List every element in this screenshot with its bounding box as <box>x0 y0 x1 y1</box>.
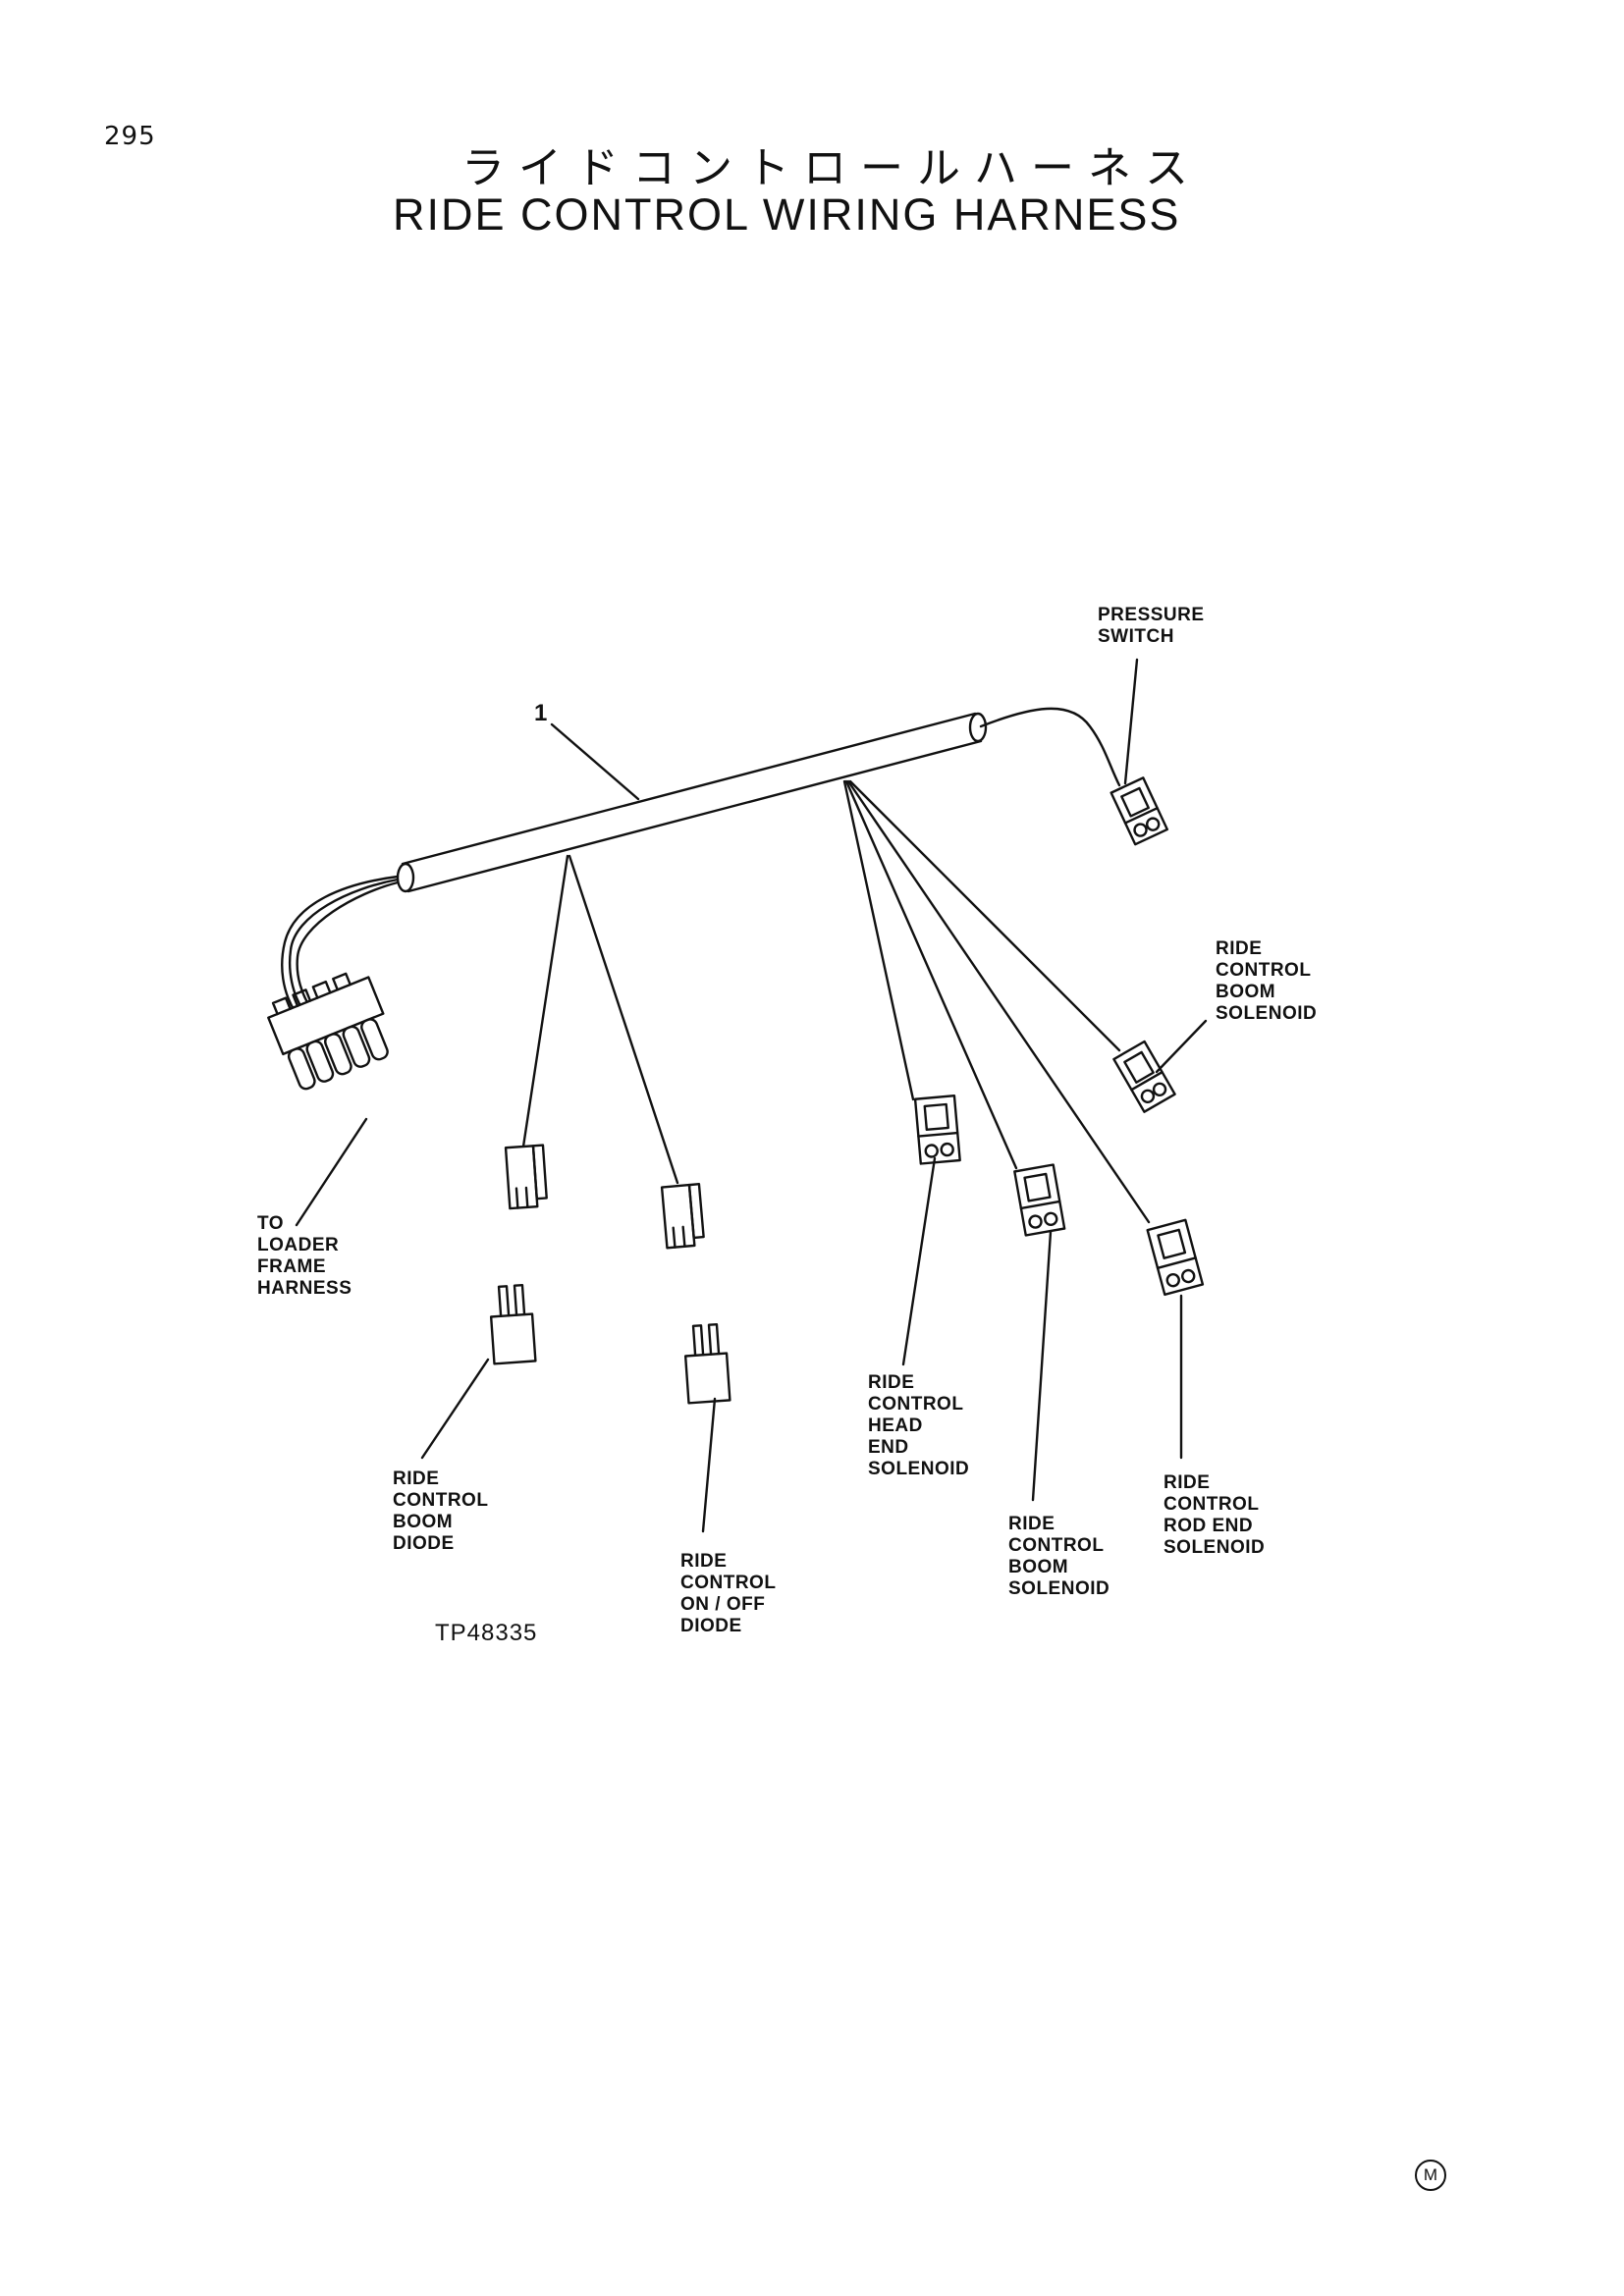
label-head-end-solenoid: RIDE CONTROL HEAD END SOLENOID <box>868 1372 970 1479</box>
drawing-number: TP48335 <box>435 1620 538 1646</box>
on-off-diode-plug <box>660 1183 705 1250</box>
harness-trunk <box>396 712 988 893</box>
wire-rod-end <box>846 779 1151 1224</box>
title-english: RIDE CONTROL WIRING HARNESS <box>393 189 1181 240</box>
leader-boom-diode <box>420 1358 490 1460</box>
title-japanese: ライドコントロールハーネス <box>461 143 1202 193</box>
leader-on-off-diode <box>701 1397 717 1533</box>
wire-head-end <box>842 779 915 1101</box>
boom-solenoid-lower-connector <box>1013 1163 1066 1237</box>
wire-boom-diode <box>521 854 569 1148</box>
label-boom-diode: RIDE CONTROL BOOM DIODE <box>393 1468 489 1554</box>
leader-loader-frame <box>295 1117 368 1227</box>
head-end-connector <box>913 1095 961 1165</box>
label-loader-frame-harness: TO LOADER FRAME HARNESS <box>257 1213 352 1299</box>
wire-boom-solenoid-upper <box>848 779 1121 1052</box>
wire-pressure-switch <box>979 707 1121 787</box>
leader-boom-solenoid-lower <box>1031 1230 1053 1502</box>
rod-end-connector <box>1146 1218 1205 1297</box>
label-pressure-switch: PRESSURE SWITCH <box>1098 605 1205 647</box>
wire-on-off-diode <box>568 854 679 1185</box>
corner-mark: M <box>1415 2160 1446 2191</box>
leader-boom-solenoid-upper <box>1155 1019 1208 1074</box>
label-on-off-diode: RIDE CONTROL ON / OFF DIODE <box>680 1551 777 1636</box>
wire-loader-b <box>289 878 400 1011</box>
label-rod-end-solenoid: RIDE CONTROL ROD END SOLENOID <box>1164 1472 1266 1558</box>
leader-head-end <box>901 1156 937 1366</box>
item-1-callout: 1 <box>534 700 548 726</box>
loader-frame-connector <box>267 972 389 1091</box>
label-boom-solenoid-lower: RIDE CONTROL BOOM SOLENOID <box>1008 1514 1110 1599</box>
page-number: 295 <box>104 122 156 151</box>
wire-loader-a <box>281 875 400 1013</box>
boom-diode-plug <box>504 1144 548 1210</box>
boom-diode-socket <box>489 1283 537 1365</box>
boom-solenoid-upper-connector <box>1112 1040 1176 1113</box>
label-boom-solenoid-upper: RIDE CONTROL BOOM SOLENOID <box>1216 938 1318 1024</box>
item-1-leader <box>550 722 640 801</box>
pressure-switch-connector <box>1110 776 1169 846</box>
on-off-diode-socket <box>683 1322 731 1405</box>
leader-pressure-switch <box>1123 658 1139 785</box>
wire-boom-solenoid-lower <box>844 779 1018 1170</box>
